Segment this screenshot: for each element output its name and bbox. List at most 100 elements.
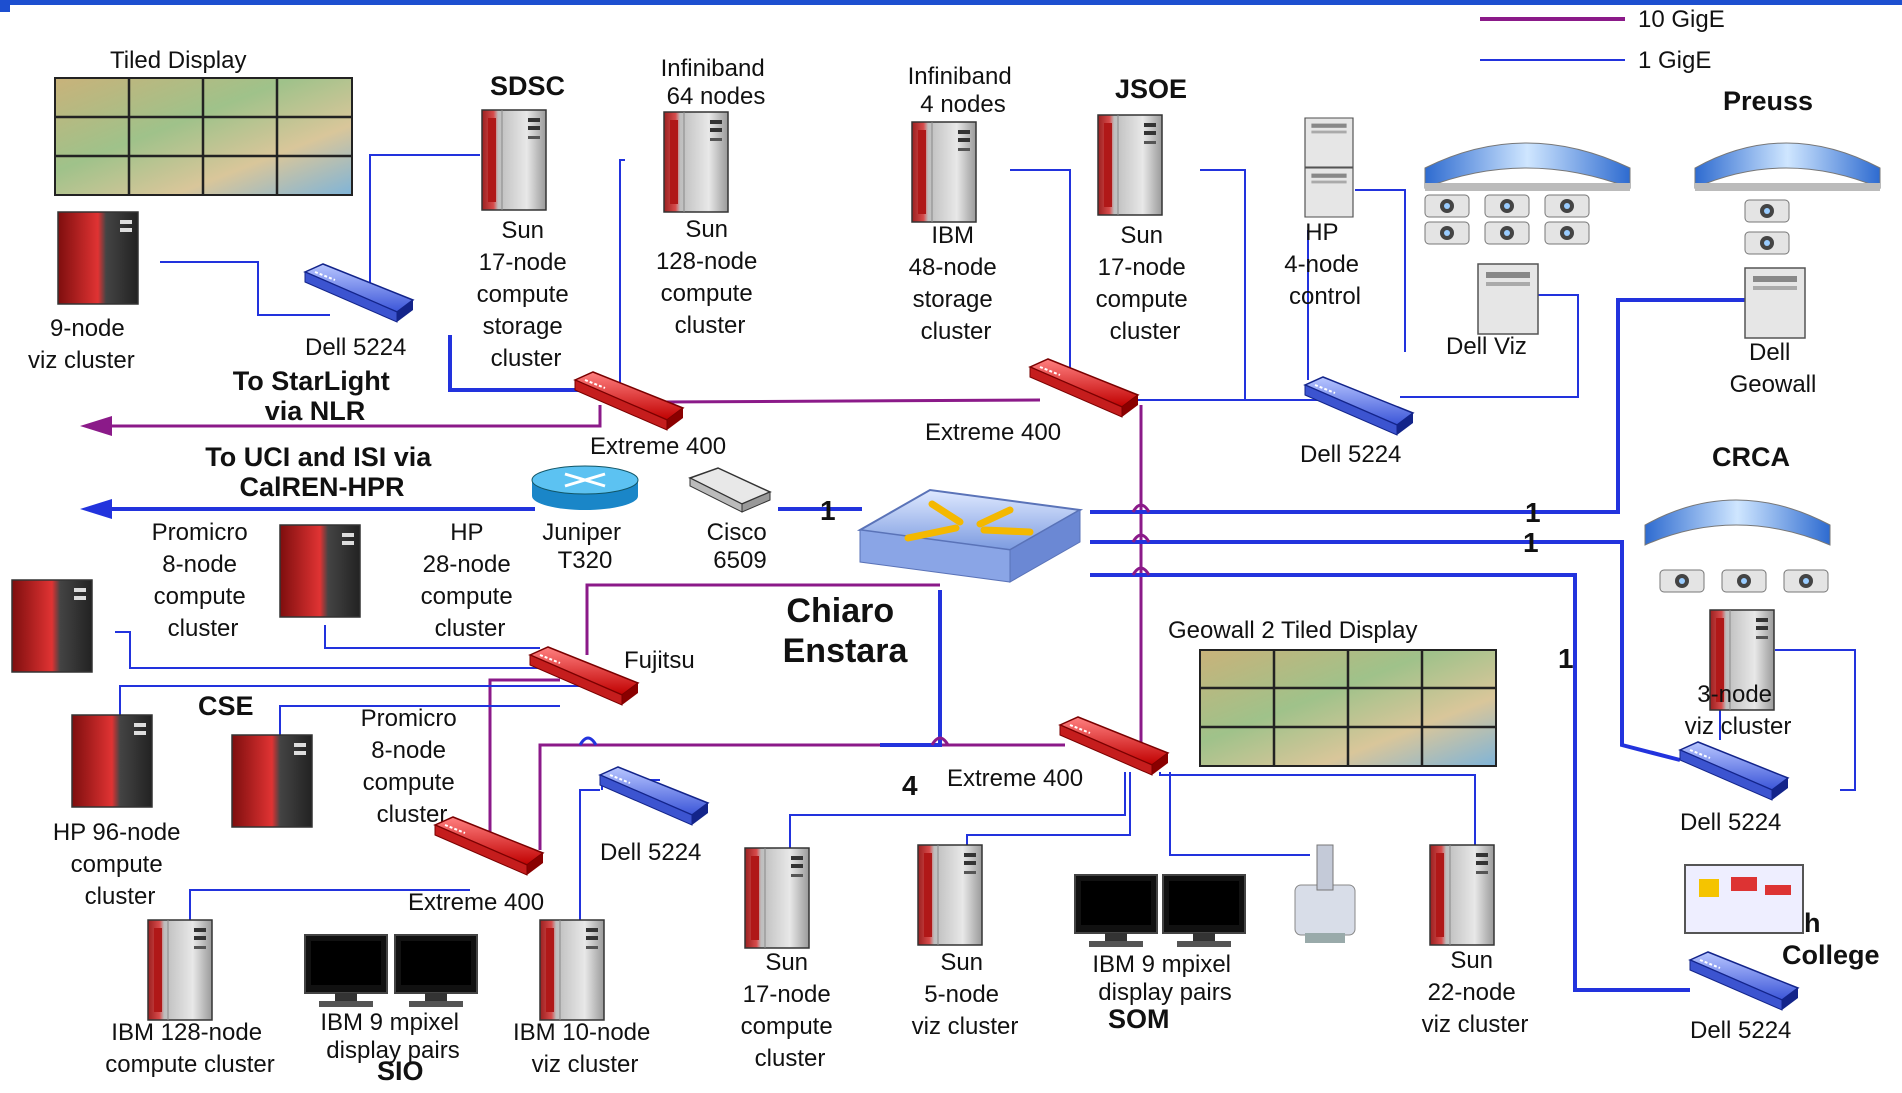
top-bar-corner <box>0 0 10 12</box>
server-cse-1 <box>11 579 93 673</box>
link-sun128-extreme <box>619 159 625 390</box>
label-infiniband64: Infiniband 64 nodes <box>661 55 772 110</box>
link-core-som <box>880 590 942 747</box>
label-switch-dell-sdsc: Dell 5224 <box>305 334 406 361</box>
link-viz9-dell-sdsc <box>160 261 330 316</box>
switch-extreme-jsoe <box>1029 358 1139 418</box>
label-promicro8-a: Promicro 8-node compute cluster <box>152 519 255 642</box>
arrow-starlight <box>80 416 112 436</box>
switch-cisco <box>688 467 772 513</box>
link-core-preuss <box>1090 298 1760 514</box>
site-cse: CSE <box>198 691 254 721</box>
site-som: SOM <box>1108 1004 1170 1034</box>
switch-dell-jsoe <box>1304 376 1414 436</box>
server-viz9 <box>57 211 139 305</box>
server-sun128 <box>663 111 729 213</box>
label-viz9: 9-node viz cluster <box>28 315 135 374</box>
label-fujitsu: Fujitsu <box>624 647 695 674</box>
label-switch-dell-som: Dell 5224 <box>600 839 701 866</box>
link-count-preuss: 1 <box>1525 497 1541 528</box>
monitor-sio-2 <box>394 934 478 1008</box>
monitor-sio-1 <box>304 934 388 1008</box>
link-promicro-fujitsu <box>324 625 540 649</box>
label-switch-extreme-sio: Extreme 400 <box>408 889 544 916</box>
server-sun5 <box>917 844 983 946</box>
label-switch-dell-crca: Dell 5224 <box>1680 809 1781 836</box>
site-sdsc: SDSC <box>490 71 565 101</box>
projector-preuss-2 <box>1744 231 1790 255</box>
label-promicro8-b: Promicro 8-node compute cluster <box>361 705 464 828</box>
top-bar <box>0 0 1902 5</box>
arrow-uci-isi <box>80 499 112 519</box>
core-router-chiaro <box>856 488 1084 583</box>
link-core-crca <box>1090 540 1681 762</box>
link-sun22-extreme <box>1159 772 1476 850</box>
legend: 10 GigE 1 GigE <box>1480 6 1725 74</box>
label-tiled-display: Tiled Display <box>110 47 247 74</box>
server-dellviz <box>1477 263 1539 335</box>
router-juniper <box>531 465 639 510</box>
link-node-fujitsu <box>115 631 540 669</box>
switch-dell-crca <box>1679 741 1789 801</box>
link-ibm10-sio <box>579 789 600 940</box>
label-hp96: HP 96-node compute cluster <box>53 819 187 910</box>
label-dell-geowall: Dell Geowall <box>1730 339 1817 398</box>
link-dellviz-dell <box>1400 294 1579 398</box>
link-count-college: 1 <box>1558 643 1574 674</box>
link-sun17-dell-sdsc <box>369 154 480 285</box>
label-ibm10: IBM 10-node viz cluster <box>513 1019 657 1078</box>
label-core: Chiaro Enstara <box>783 592 909 670</box>
label-switch-extreme-som: Extreme 400 <box>947 765 1083 792</box>
whiteboard-6th-college <box>1684 864 1804 934</box>
label-sun5: Sun 5-node viz cluster <box>912 949 1019 1040</box>
projectors-crca <box>1659 569 1829 593</box>
link-hp4-dell <box>1355 189 1406 352</box>
label-sun128: Sun 128-node compute cluster <box>656 216 764 339</box>
label-dellviz: Dell Viz <box>1446 333 1527 360</box>
label-ibm48: IBM 48-node storage cluster <box>909 222 1004 345</box>
projection-screen-crca <box>1644 499 1831 546</box>
link-core-college <box>1090 573 1690 992</box>
server-sun17-storage <box>481 109 547 211</box>
label-switch-dell-6th: Dell 5224 <box>1690 1017 1791 1044</box>
link-ibm48-jsoe <box>1010 169 1071 385</box>
server-promicro8-a <box>279 524 361 618</box>
label-ibm128: IBM 128-node compute cluster <box>105 1019 274 1078</box>
server-ibm48 <box>911 121 977 223</box>
tiled-display-map <box>54 77 353 196</box>
link-promicro-b-fujitsu <box>279 705 560 737</box>
link-microscope-extreme <box>1169 772 1310 856</box>
label-hp4: HP 4-node control <box>1284 219 1365 310</box>
legend-1gige: 1 GigE <box>1638 47 1711 74</box>
label-sio-display: IBM 9 mpixel display pairs <box>320 1009 465 1064</box>
link-sun17b-extreme <box>789 772 1126 855</box>
server-ibm128 <box>147 919 213 1021</box>
server-promicro8-b <box>231 734 313 828</box>
link-count-som: 4 <box>902 770 918 801</box>
switch-extreme-sdsc <box>574 371 684 431</box>
label-viz3: 3-node viz cluster <box>1685 681 1792 740</box>
switch-dell-sdsc <box>304 263 414 323</box>
label-juniper: Juniper T320 <box>542 519 627 574</box>
server-dell-geowall <box>1744 267 1806 339</box>
link-count-crca: 1 <box>1523 527 1539 558</box>
projector-preuss-1 <box>1744 199 1790 223</box>
link-core-fujitsu <box>585 583 940 655</box>
label-som-display: IBM 9 mpixel display pairs <box>1092 951 1237 1006</box>
link-viz3-dell-crca <box>1775 649 1856 791</box>
site-jsoe: JSOE <box>1115 74 1187 104</box>
link-fujitsu-sio <box>488 678 560 835</box>
server-sun22 <box>1429 844 1495 946</box>
server-sun17-b <box>744 847 810 949</box>
link-sdsc-backbone <box>448 335 580 392</box>
label-sun22: Sun 22-node viz cluster <box>1422 947 1529 1038</box>
link-extreme-sdsc-jsoe <box>659 398 1041 404</box>
link-extreme-starlight <box>95 405 602 428</box>
label-infiniband4: Infiniband 4 nodes <box>908 63 1019 118</box>
label-switch-extreme-jsoe: Extreme 400 <box>925 419 1061 446</box>
label-switch-extreme-sdsc: Extreme 400 <box>590 433 726 460</box>
label-sun17-b: Sun 17-node compute cluster <box>741 949 840 1072</box>
site-sio: SIO <box>377 1056 424 1086</box>
label-cisco: Cisco 6509 <box>707 519 774 574</box>
